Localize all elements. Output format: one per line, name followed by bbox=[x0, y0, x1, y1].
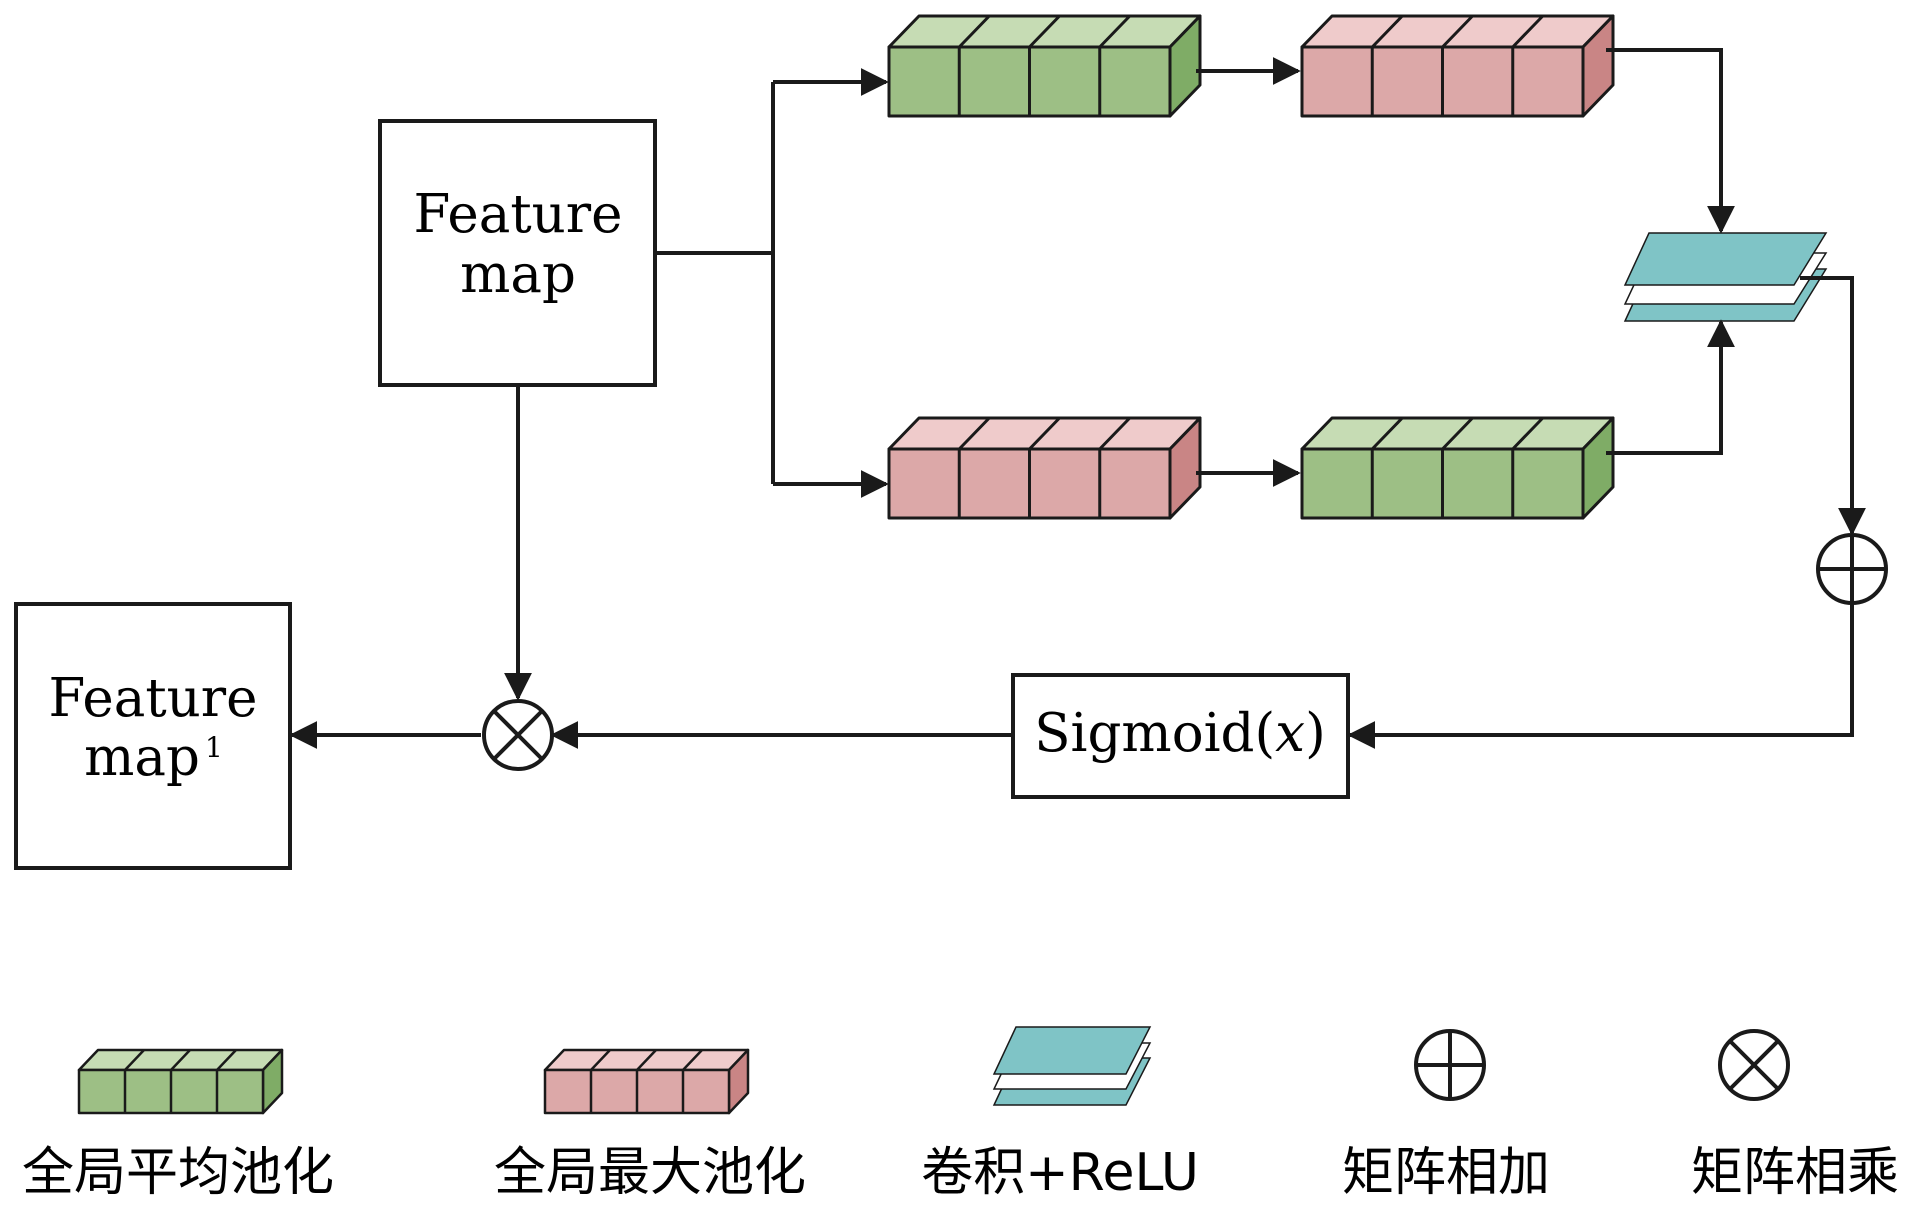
legend-conv-label: 卷积+ReLU bbox=[921, 1143, 1199, 1203]
input-feature-map-line1: Feature bbox=[414, 184, 623, 245]
output-feature-map-superscript: 1 bbox=[205, 731, 223, 764]
arrow-bottom-to-conv bbox=[1606, 319, 1735, 455]
multiply-icon bbox=[482, 699, 554, 771]
legend-add-label: 矩阵相加 bbox=[1342, 1143, 1550, 1203]
legend-gap-label: 全局平均池化 bbox=[22, 1143, 334, 1203]
output-feature-map-node: Feature map 1 bbox=[14, 602, 292, 870]
conv-relu-block bbox=[1623, 232, 1828, 322]
arrow-top-to-conv bbox=[1606, 48, 1735, 234]
legend-conv-swatch bbox=[992, 1026, 1152, 1106]
sigmoid-label: Sigmoid(x) bbox=[1034, 703, 1326, 764]
arrow-conv-to-add bbox=[1800, 276, 1866, 536]
legend-gmp-label: 全局最大池化 bbox=[494, 1143, 806, 1203]
top-gap-block bbox=[887, 14, 1202, 118]
input-feature-map-line2: map bbox=[460, 244, 576, 305]
bottom-gmp-block bbox=[887, 416, 1202, 520]
sigmoid-node: Sigmoid(x) bbox=[1011, 673, 1350, 799]
input-feature-map-node: Feature map bbox=[378, 119, 657, 387]
legend-mul-label: 矩阵相乘 bbox=[1691, 1143, 1899, 1203]
legend-gmp-swatch bbox=[543, 1048, 750, 1115]
legend-multiply-icon bbox=[1718, 1029, 1790, 1101]
bottom-gap-block bbox=[1300, 416, 1615, 520]
top-gmp-block bbox=[1300, 14, 1615, 118]
connectors bbox=[289, 48, 1866, 749]
legend-add-icon bbox=[1414, 1029, 1486, 1101]
arrow-add-to-sigmoid bbox=[1347, 604, 1854, 749]
output-feature-map-line1: Feature bbox=[49, 668, 258, 729]
legend: 全局平均池化 全局最大池化 卷积+ReLU 矩阵相加 矩阵相乘 bbox=[22, 1026, 1899, 1203]
add-icon bbox=[1816, 533, 1888, 605]
output-feature-map-line2: map bbox=[84, 727, 200, 788]
legend-gap-swatch bbox=[77, 1048, 284, 1115]
